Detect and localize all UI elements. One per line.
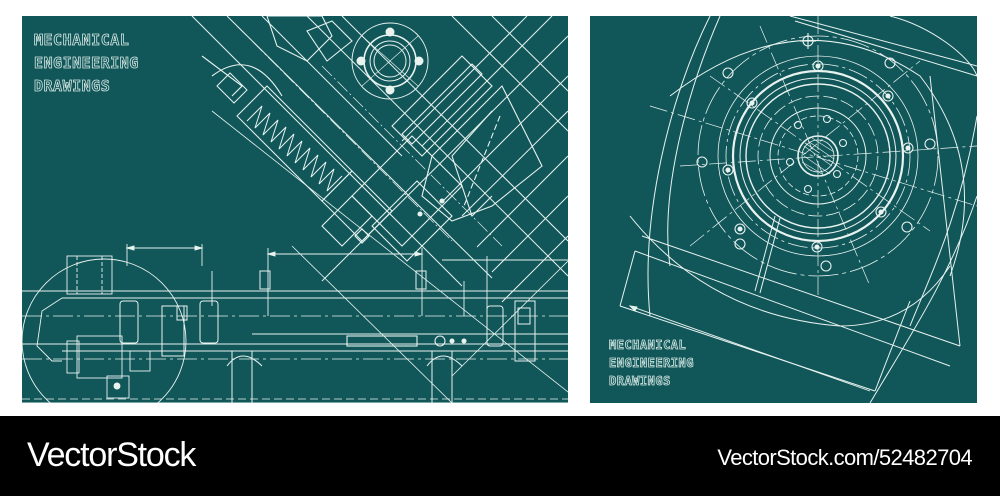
headline-line: ENGINEERING: [609, 356, 694, 370]
blueprint-panel-left: MECHANICAL ENGINEERING DRAWINGS: [22, 16, 568, 403]
headline-line: MECHANICAL: [609, 338, 687, 352]
headline-left: MECHANICAL ENGINEERING DRAWINGS: [34, 31, 139, 102]
headline-line: DRAWINGS: [609, 374, 671, 388]
stock-image-id: VectorStock.com/52482704: [717, 445, 972, 470]
mechanical-drawing-left: [22, 16, 568, 403]
watermark-footer: VectorStock VectorStock.com/52482704: [0, 416, 1000, 496]
headline-right: MECHANICAL ENGINEERING DRAWINGS: [609, 339, 694, 393]
mechanical-drawing-right: [619, 16, 977, 403]
headline-line: MECHANICAL: [34, 31, 130, 49]
brand-logo: VectorStock: [27, 436, 196, 474]
headline-line: DRAWINGS: [34, 77, 111, 95]
headline-line: ENGINEERING: [34, 54, 139, 72]
blueprint-panel-right: MECHANICAL ENGINEERING DRAWINGS: [590, 16, 977, 403]
